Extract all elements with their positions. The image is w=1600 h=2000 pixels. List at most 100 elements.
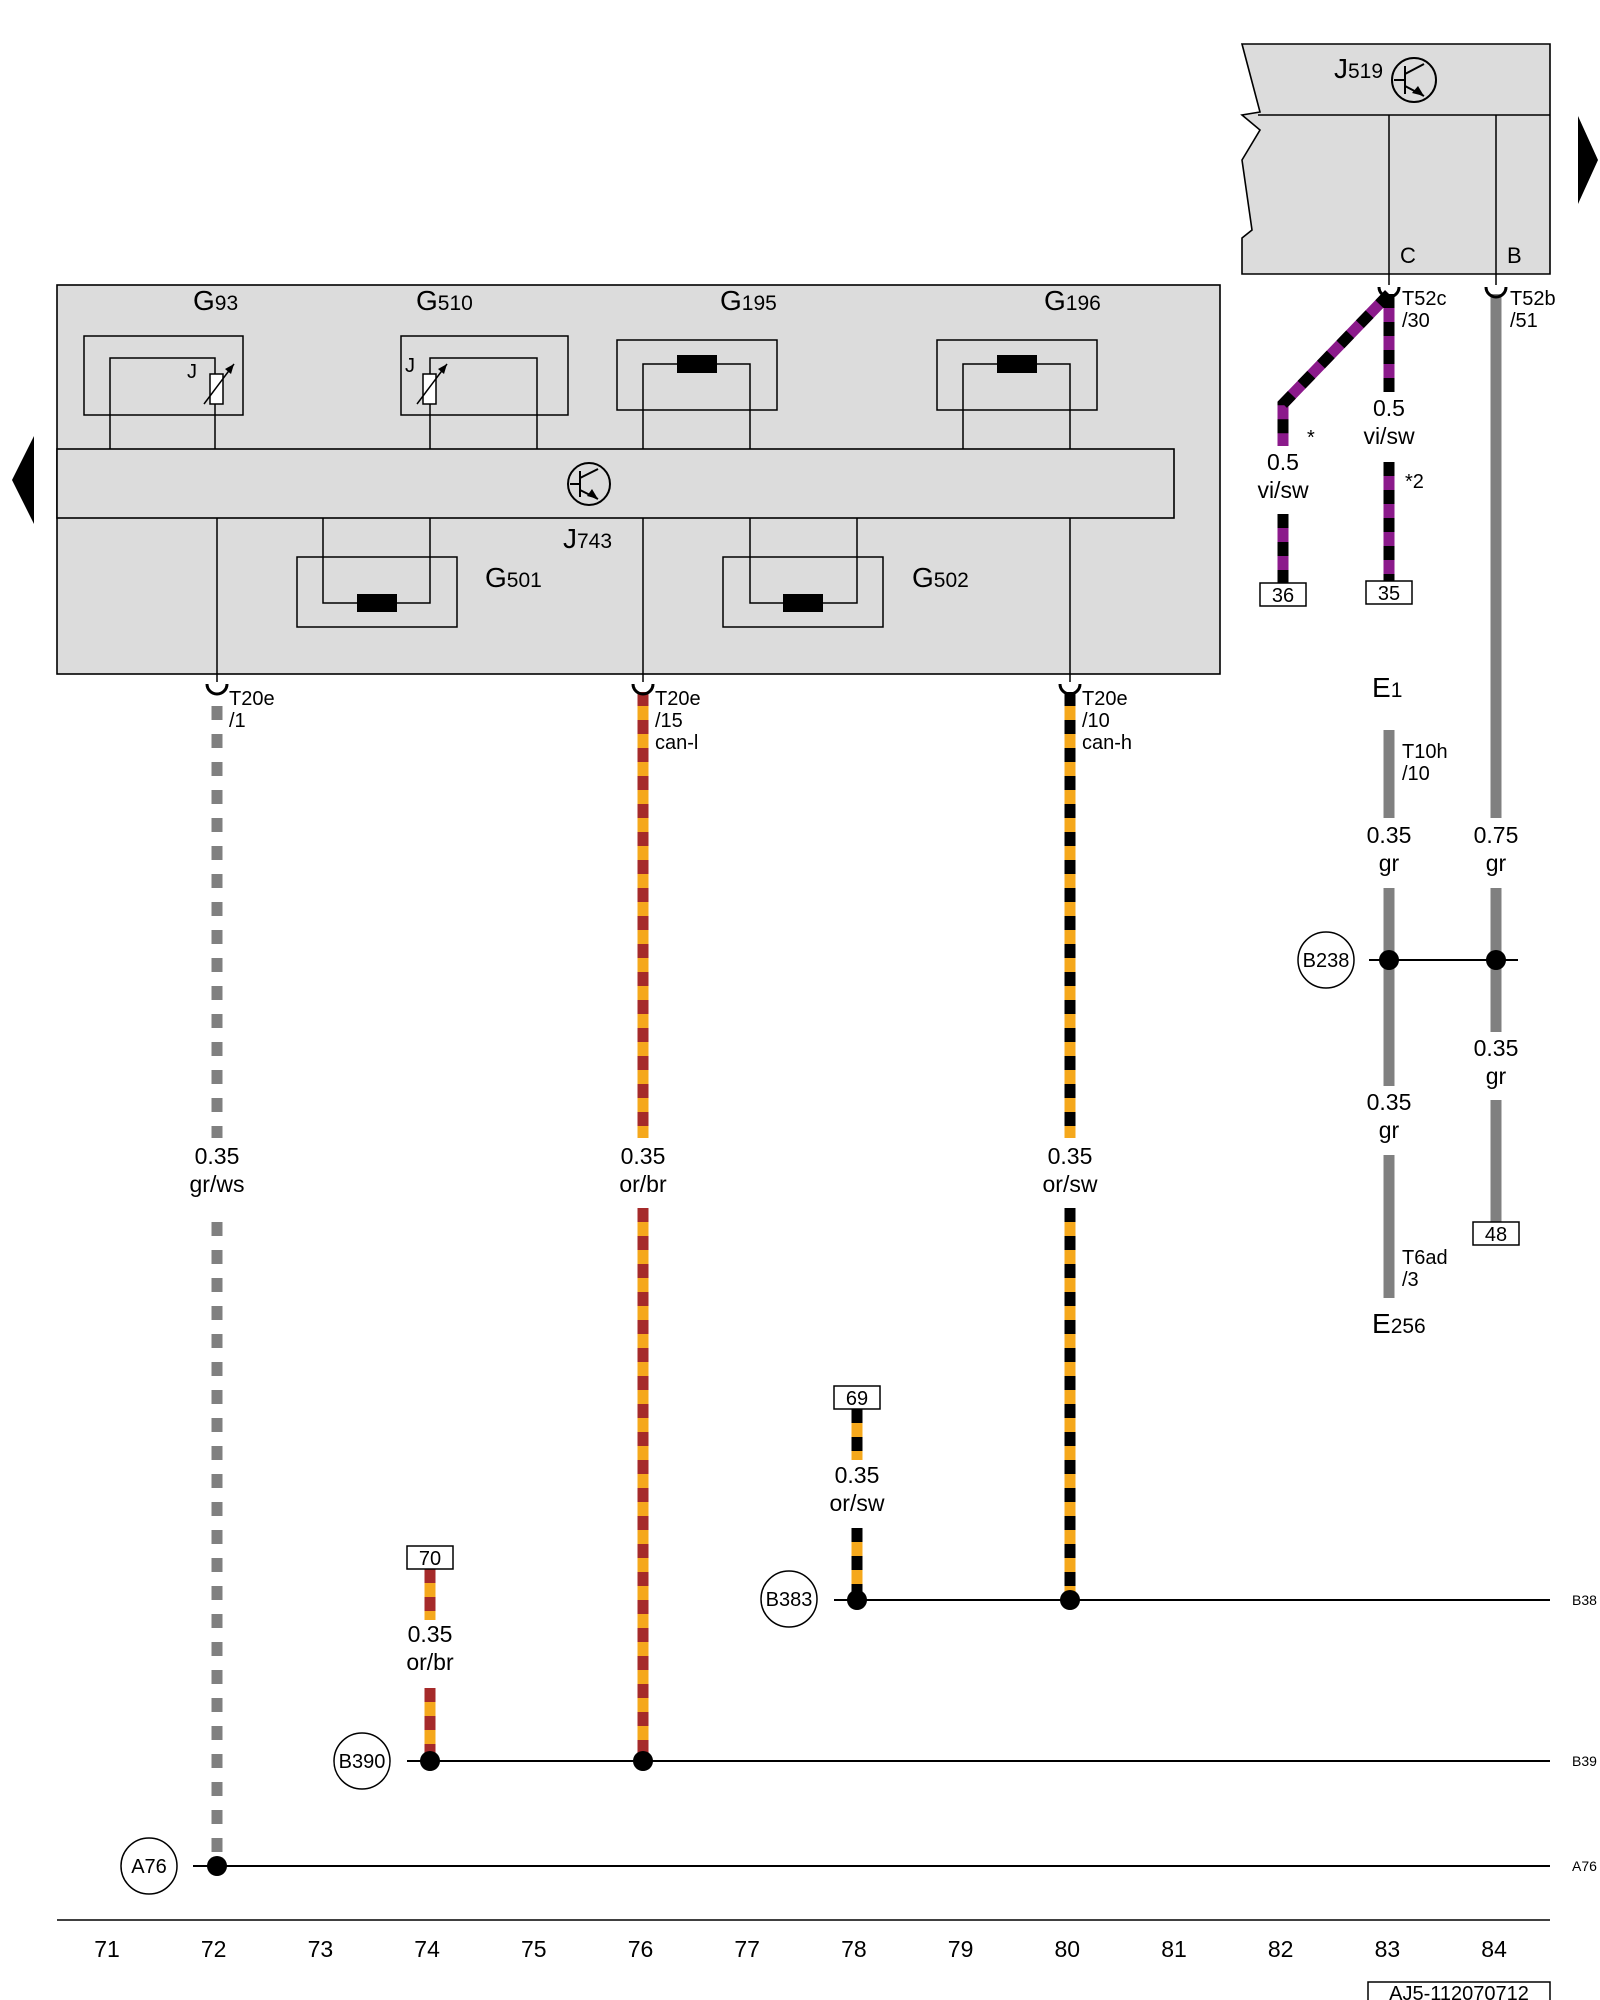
connector-t52b-icon: [1484, 286, 1508, 299]
svg-text:/51: /51: [1510, 310, 1538, 332]
svg-text:T10h: T10h: [1402, 741, 1448, 763]
svg-text:0.35: 0.35: [1474, 1035, 1519, 1061]
wire-label-84a: 0.75 gr: [1474, 822, 1519, 876]
g510-sensor-mark: J: [405, 355, 415, 377]
grid-number-73: 73: [308, 1936, 334, 1962]
svg-text:gr: gr: [1379, 1117, 1400, 1143]
j519-box: [1240, 43, 1551, 275]
grid-number-74: 74: [414, 1936, 440, 1962]
connection-b390[interactable]: B390: [333, 1732, 391, 1790]
grid-number-80: 80: [1055, 1936, 1081, 1962]
grid-number-75: 75: [521, 1936, 547, 1962]
g196-sensor-element-icon: [997, 355, 1037, 373]
svg-text:0.35: 0.35: [408, 1621, 453, 1647]
pin-t6ad: T6ad /3: [1402, 1247, 1448, 1291]
j743-strip: [56, 448, 1175, 519]
grid-number-84: 84: [1481, 1936, 1507, 1962]
svg-text:0.5: 0.5: [1267, 449, 1299, 475]
j519-pin-b: B: [1507, 243, 1522, 268]
svg-text:T20e: T20e: [655, 688, 701, 710]
edge-label-b383: B38: [1572, 1592, 1597, 1608]
junction-dot: [1486, 950, 1506, 970]
wire-label-82: 0.5 vi/sw: [1257, 449, 1309, 503]
j743-transistor-icon: [567, 462, 611, 506]
connection-a76[interactable]: A76: [120, 1837, 178, 1895]
connector-t52c-icon: [1377, 286, 1401, 299]
junction-dot: [1379, 950, 1399, 970]
wire-label-72: 0.35 gr/ws: [190, 1143, 245, 1197]
connection-b238[interactable]: B238: [1297, 931, 1355, 989]
pin-t20e15: T20e /15 can-l: [655, 688, 701, 754]
svg-text:70: 70: [419, 1548, 441, 1570]
ref-box-36[interactable]: 36: [1259, 582, 1307, 607]
svg-text:gr: gr: [1379, 850, 1400, 876]
pin-t20e10: T20e /10 can-h: [1082, 688, 1132, 754]
g510-label: G510: [416, 285, 473, 316]
bus-b238: [1369, 950, 1518, 970]
svg-text:0.75: 0.75: [1474, 822, 1519, 848]
e256-label: E256: [1372, 1308, 1426, 1339]
ref-box-69[interactable]: 69: [833, 1385, 881, 1410]
prev-page-arrow-icon[interactable]: [12, 436, 34, 524]
svg-text:/10: /10: [1402, 763, 1430, 785]
wire-label-80: 0.35 or/sw: [1043, 1143, 1098, 1197]
svg-text:B383: B383: [766, 1589, 813, 1611]
grid-number-78: 78: [841, 1936, 867, 1962]
grid-number-71: 71: [94, 1936, 120, 1962]
junction-dot: [207, 1856, 227, 1876]
wire-label-78: 0.35 or/sw: [830, 1462, 885, 1516]
grid-number-72: 72: [201, 1936, 227, 1962]
pin-t10h: T10h /10: [1402, 741, 1448, 785]
g502-sensor-element-icon: [783, 594, 823, 612]
g501-sensor-element-icon: [357, 594, 397, 612]
edge-label-a76: A76: [1572, 1858, 1597, 1874]
svg-text:A76: A76: [131, 1856, 167, 1878]
ref-box-35[interactable]: 35: [1365, 580, 1413, 605]
svg-text:/15: /15: [655, 710, 683, 732]
svg-text:/30: /30: [1402, 310, 1430, 332]
grid-number-82: 82: [1268, 1936, 1294, 1962]
svg-text:/1: /1: [229, 710, 246, 732]
grid-number-83: 83: [1375, 1936, 1401, 1962]
sensor-block: G93 J G510 J G195 G196: [56, 284, 1221, 682]
g502-label: G502: [912, 562, 969, 593]
svg-text:AJ5-112070712: AJ5-112070712: [1389, 1983, 1529, 2000]
wire-82-upper-stripe: [1277, 290, 1393, 446]
ref-box-48[interactable]: 48: [1472, 1221, 1520, 1246]
svg-text:/10: /10: [1082, 710, 1110, 732]
connector-t20e15-icon: [631, 683, 655, 696]
svg-text:T20e: T20e: [229, 688, 275, 710]
svg-text:T52c: T52c: [1402, 288, 1446, 310]
g195-label: G195: [720, 285, 777, 316]
junction-dot: [847, 1590, 867, 1610]
ref-box-70[interactable]: 70: [406, 1545, 454, 1570]
svg-text:0.35: 0.35: [621, 1143, 666, 1169]
connector-t20e10-icon: [1058, 683, 1082, 696]
svg-text:0.5: 0.5: [1373, 395, 1405, 421]
grid-number-81: 81: [1161, 1936, 1187, 1962]
svg-text:0.35: 0.35: [195, 1143, 240, 1169]
grid-number-77: 77: [734, 1936, 760, 1962]
j519-pin-c: C: [1400, 243, 1416, 268]
svg-text:vi/sw: vi/sw: [1257, 477, 1309, 503]
junction-dot: [633, 1751, 653, 1771]
j519-transistor-icon: [1391, 57, 1437, 103]
bus-b390: B39: [407, 1751, 1597, 1771]
wire-label-83a: 0.35 gr: [1367, 822, 1412, 876]
connector-t20e1-icon: [205, 683, 229, 696]
svg-text:gr: gr: [1486, 1063, 1507, 1089]
svg-text:T20e: T20e: [1082, 688, 1128, 710]
next-page-arrow-icon[interactable]: [1578, 116, 1598, 204]
connection-b383[interactable]: B383: [760, 1570, 818, 1628]
j519-label: J519: [1334, 53, 1383, 84]
svg-text:vi/sw: vi/sw: [1363, 423, 1415, 449]
svg-text:or/br: or/br: [406, 1649, 454, 1675]
svg-text:T52b: T52b: [1510, 288, 1556, 310]
g196-label: G196: [1044, 285, 1101, 316]
svg-text:0.35: 0.35: [835, 1462, 880, 1488]
e1-label: E1: [1372, 672, 1402, 703]
g93-thermistor-icon: [203, 363, 235, 405]
pin-t52c: T52c /30: [1402, 288, 1446, 332]
